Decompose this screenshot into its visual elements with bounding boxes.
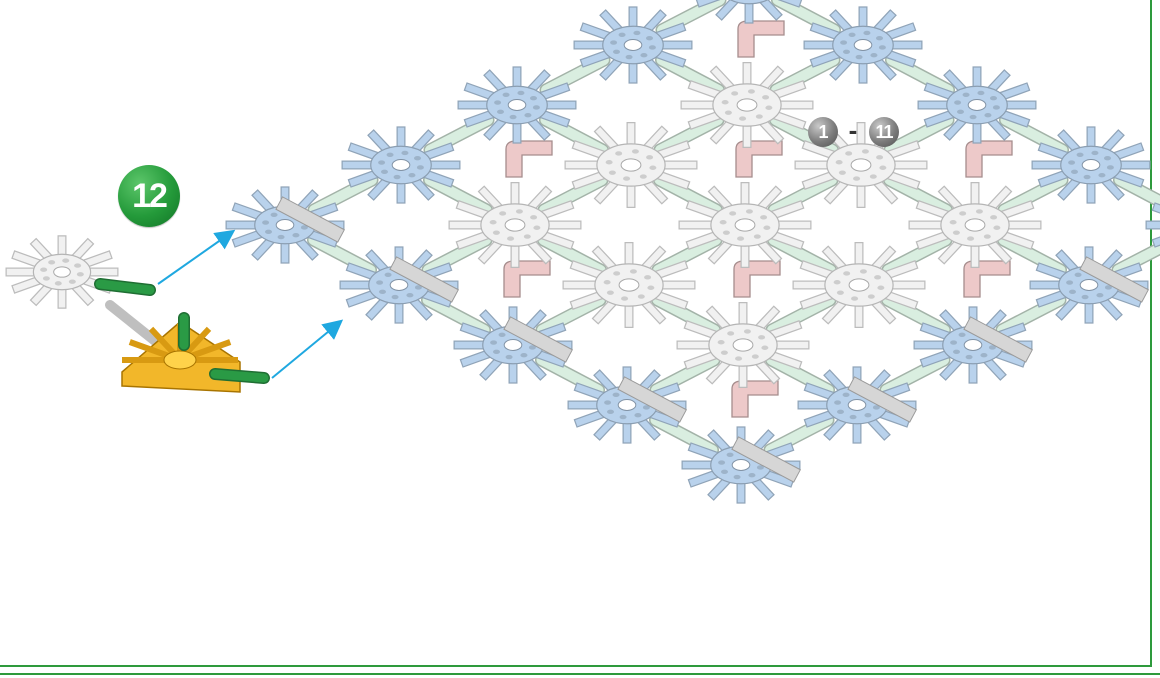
rod-piece — [662, 0, 720, 30]
new-gray-rod — [110, 305, 160, 345]
rod-piece — [314, 180, 372, 210]
arrow-icon — [158, 232, 232, 284]
rod-piece — [314, 240, 371, 270]
rod-piece — [428, 300, 485, 330]
rod-piece — [892, 60, 949, 90]
rod-piece — [546, 60, 604, 90]
rod-piece — [430, 120, 488, 150]
new-green-rod-bottom — [215, 374, 264, 378]
rod-piece — [1006, 120, 1063, 150]
step-12-parts — [10, 240, 264, 392]
new-green-rod-top — [100, 284, 150, 290]
range-end-badge: 11 — [869, 117, 899, 147]
rod-piece — [1002, 300, 1060, 330]
rod-piece — [770, 420, 828, 450]
range-start-badge: 1 — [808, 117, 838, 147]
rod-piece — [542, 360, 599, 390]
range-separator: - — [842, 115, 864, 145]
arrow-icon — [272, 322, 340, 378]
rod-piece — [656, 420, 713, 450]
corner-connector — [506, 141, 552, 177]
step-number-badge: 12 — [118, 165, 180, 227]
rod-piece — [778, 0, 835, 30]
corner-connector — [738, 21, 784, 57]
rod-piece — [886, 360, 944, 390]
new-white-connector — [10, 240, 114, 304]
corner-connector — [966, 141, 1012, 177]
